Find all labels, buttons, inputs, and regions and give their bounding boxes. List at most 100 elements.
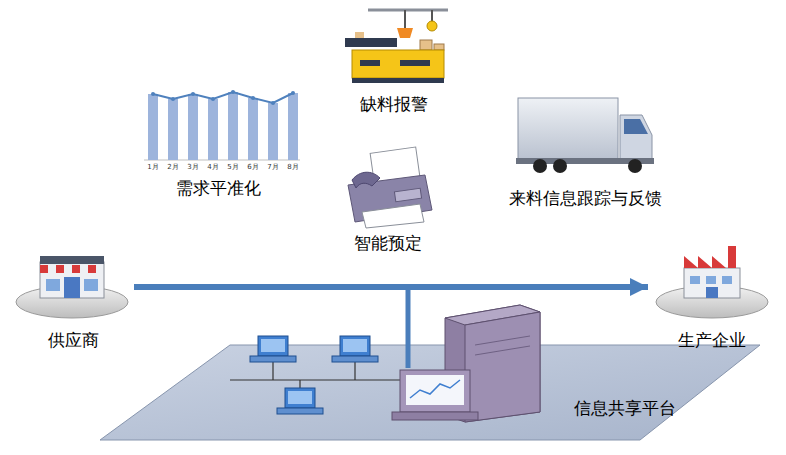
- network-wires-part: [299, 380, 300, 388]
- shop-icon-part: [46, 279, 60, 291]
- bar-chart-part: [208, 99, 218, 160]
- bar-chart-part: [268, 103, 278, 160]
- axis-tick-label: 7月: [267, 163, 278, 171]
- bar-chart-part: [288, 93, 298, 160]
- computer-icon-part: [261, 339, 285, 352]
- bar-chart-part: [148, 94, 158, 160]
- computer-icon-part: [285, 388, 315, 408]
- factory-icon-part: [684, 256, 726, 268]
- shop-icon-part: [56, 265, 64, 273]
- supplier-node: 供应商: [12, 250, 134, 354]
- bar-chart-part: [248, 98, 258, 160]
- network-wires-part: [230, 379, 420, 380]
- production-line-icon-part: [345, 38, 397, 47]
- truck-icon-part: [620, 115, 652, 160]
- production-line-icon-part: [397, 28, 413, 38]
- axis-tick-label: 1月: [147, 163, 158, 171]
- bar-chart-part: [211, 97, 215, 101]
- computer-icon-part: [340, 336, 370, 356]
- flow-arrow: [134, 284, 648, 290]
- computer-icon-part: [343, 339, 367, 352]
- axis-tick-label: 3月: [187, 163, 198, 171]
- node-label: 生产企业: [678, 330, 746, 350]
- platform-plate: [100, 345, 760, 440]
- production-line-icon-part: [420, 40, 432, 50]
- computer-icon-part: [258, 336, 288, 356]
- bar-chart: [144, 90, 300, 160]
- truck-icon: [516, 98, 654, 173]
- computer-icon: [332, 336, 378, 362]
- truck-icon-part: [553, 159, 567, 173]
- computer-icon-part: [277, 408, 323, 414]
- shop-icon-part: [84, 279, 98, 291]
- node-label: 信息共享平台: [574, 398, 676, 418]
- factory-icon-part: [690, 276, 700, 284]
- truck-icon-part: [518, 98, 618, 160]
- server-icon-part: [475, 336, 530, 345]
- computer-icon-part: [288, 391, 312, 404]
- computer-icon-part: [250, 356, 296, 362]
- production-line-icon-part: [404, 10, 406, 28]
- bar-chart-part: [151, 92, 155, 96]
- shop-icon-part: [88, 265, 96, 273]
- shop-icon-part: [72, 265, 80, 273]
- production-line-icon-part: [427, 21, 437, 31]
- network-wires-part: [354, 362, 355, 380]
- bar-chart-part: [191, 92, 195, 96]
- factory-icon: [656, 246, 768, 318]
- production-line-icon-part: [355, 32, 364, 38]
- axis-tick-label: 2月: [167, 163, 178, 171]
- monitor-icon: [392, 370, 478, 420]
- server-icon-part: [475, 346, 530, 355]
- computer-icon: [250, 336, 296, 362]
- fax-icon: [348, 147, 432, 228]
- feature-label: 需求平准化: [176, 178, 261, 198]
- feature-label: 来料信息跟踪与反馈: [509, 188, 662, 208]
- production-line-icon-part: [400, 60, 430, 66]
- bar-chart-part: [251, 96, 255, 100]
- bar-chart-part: [231, 90, 235, 94]
- truck-icon-part: [624, 119, 648, 134]
- bar-chart-part: [291, 91, 295, 95]
- monitor-icon-part: [392, 412, 478, 420]
- production-line-icon-part: [360, 60, 380, 66]
- platform-plate-part: [100, 345, 760, 440]
- production-line-icon: [345, 10, 448, 83]
- monitor-icon-part: [400, 370, 470, 412]
- monitor-icon-part: [410, 380, 460, 398]
- monitor-icon-part: [406, 375, 464, 405]
- factory-icon-part: [722, 276, 732, 284]
- production-line-icon-part: [434, 44, 444, 50]
- fax-icon-part: [362, 204, 424, 228]
- bar-chart-part: [168, 99, 178, 160]
- bar-chart-part: [188, 94, 198, 160]
- platform-node: 信息共享平台: [100, 345, 760, 440]
- link-line: [408, 290, 409, 368]
- link-line-part: [406, 290, 411, 368]
- feature-label: 智能预定: [354, 233, 422, 253]
- axis-tick-label: 4月: [207, 163, 218, 171]
- factory-icon-part: [728, 246, 736, 268]
- axis-tick-label: 8月: [287, 163, 298, 171]
- node-label: 供应商: [48, 330, 99, 350]
- production-line-icon-part: [431, 10, 433, 22]
- shop-icon: [16, 256, 128, 318]
- axis-tick-label: 5月: [227, 163, 238, 171]
- computer-icon-part: [332, 356, 378, 362]
- truck-icon-part: [628, 159, 642, 173]
- production-line-icon-part: [352, 50, 444, 78]
- shop-icon-part: [40, 262, 104, 298]
- fax-icon-part: [352, 172, 380, 188]
- truck-icon-part: [533, 159, 547, 173]
- fax-icon-part: [394, 188, 421, 202]
- factory-icon-part: [656, 286, 768, 318]
- computer-icon: [277, 388, 323, 414]
- factory-icon-part: [706, 287, 718, 298]
- shop-icon-part: [64, 277, 80, 298]
- factory-icon-part: [684, 268, 740, 298]
- server-icon-part: [465, 312, 540, 422]
- feature-label: 缺料报警: [360, 94, 428, 114]
